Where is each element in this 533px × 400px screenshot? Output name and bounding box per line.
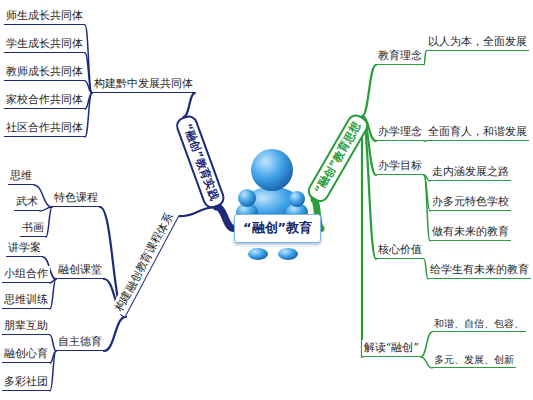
branch-subtopic: 特色课程 <box>52 190 100 207</box>
leaf-node: 师生成长共同体 <box>4 8 85 25</box>
leaf-node: 武术 <box>14 194 40 211</box>
figure-foot <box>278 248 298 260</box>
branch-topic: 解读“融创” <box>362 340 421 357</box>
node-text: 特色课程 <box>54 191 98 205</box>
node-text: 多元、发展、创新 <box>434 353 514 366</box>
node-text: 学生成长共同体 <box>6 37 83 51</box>
node-text: 小组合作 <box>4 267 48 281</box>
branch-line <box>85 53 92 93</box>
figure-head <box>251 149 293 191</box>
leaf-node: 思维 <box>8 168 34 185</box>
node-text: 武术 <box>16 195 38 209</box>
leaf-node: 融创心育 <box>2 346 50 363</box>
leaf-node: 讲学案 <box>6 240 43 257</box>
branch-subtopic: 自主德育 <box>56 334 104 351</box>
branch-line <box>424 51 426 65</box>
node-text: 给学生有未来的教育 <box>430 263 529 277</box>
branch-line <box>362 65 376 116</box>
node-text: 融创课堂 <box>58 263 102 277</box>
figure-head <box>289 191 305 207</box>
leaf-node: 家校合作共同体 <box>4 92 85 109</box>
node-text: 教育理念 <box>378 49 422 63</box>
node-text: 家校合作共同体 <box>6 93 83 107</box>
leaf-node: 小组合作 <box>2 266 50 283</box>
node-text: 书画 <box>22 221 44 235</box>
leaf-node: 多彩社团 <box>2 374 50 391</box>
branch-hand-label: “融创”教育思想 <box>304 111 372 206</box>
branch-topic: 办学理念 <box>376 124 424 141</box>
leaf-node: 以人为本，全面发展 <box>426 34 529 51</box>
node-text: “融创”教育 <box>243 220 312 237</box>
leaf-node: 多元、发展、创新 <box>432 352 516 368</box>
branch-hand-label: “融创”教育实践 <box>173 113 227 211</box>
branch-line <box>85 81 92 93</box>
node-text: 师生成长共同体 <box>6 9 83 23</box>
node-text: 办学理念 <box>378 125 422 139</box>
node-text: 思维 <box>10 169 32 183</box>
branch-subtopic: 融创课堂 <box>56 262 104 279</box>
node-text: “融创”教育思想 <box>312 120 365 197</box>
node-text: 讲学案 <box>8 241 41 255</box>
branch-topic: 构建黔中发展共同体 <box>92 76 195 93</box>
node-text: 自主德育 <box>58 335 102 349</box>
figure-head <box>238 189 256 207</box>
branch-line <box>50 351 56 391</box>
node-text: 全面育人，和谐发展 <box>428 125 527 139</box>
node-text: 多彩社团 <box>4 375 48 389</box>
leaf-node: 思维训练 <box>2 292 50 309</box>
node-text: 办多元特色学校 <box>432 195 509 209</box>
branch-topic: 教育理念 <box>376 48 424 65</box>
branch-line <box>421 332 432 357</box>
node-text: 构建融创教育课程体系 <box>112 210 176 314</box>
node-text: 构建黔中发展共同体 <box>94 77 193 91</box>
leaf-node: 和谐、自信、包容、 <box>432 316 526 332</box>
branch-line <box>361 116 363 357</box>
node-text: 解读“融创” <box>364 341 419 355</box>
center-sign: “融创”教育 <box>234 214 321 243</box>
branch-line <box>85 25 92 93</box>
leaf-node: 朋辈互助 <box>2 318 50 335</box>
node-text: 做有未来的教育 <box>432 225 509 239</box>
node-text: 走内涵发展之路 <box>432 165 509 179</box>
leaf-node: 书画 <box>20 220 46 237</box>
branch-topic: 办学目标 <box>376 158 424 175</box>
leaf-node: 学生成长共同体 <box>4 36 85 53</box>
leaf-node: 教师成长共同体 <box>4 64 85 81</box>
branch-line <box>216 207 234 228</box>
leaf-node: 走内涵发展之路 <box>430 164 511 181</box>
node-text: 社区合作共同体 <box>6 121 83 135</box>
node-text: 和谐、自信、包容、 <box>434 317 524 330</box>
figure-foot <box>248 248 268 260</box>
branch-line <box>46 207 52 237</box>
branch-line <box>50 279 56 309</box>
branch-line <box>85 93 92 137</box>
branch-line <box>421 357 432 368</box>
node-text: 核心价值 <box>378 243 422 257</box>
leaf-node: 社区合作共同体 <box>4 120 85 137</box>
node-text: 教师成长共同体 <box>6 65 83 79</box>
node-text: “融创”教育实践 <box>180 122 221 203</box>
node-text: 以人为本，全面发展 <box>428 35 527 49</box>
branch-line <box>104 317 126 351</box>
node-text: 融创心育 <box>4 347 48 361</box>
branch-line <box>184 93 195 117</box>
branch-line <box>362 116 376 259</box>
leaf-node: 给学生有未来的教育 <box>428 262 531 279</box>
leaf-node: 做有未来的教育 <box>430 224 511 241</box>
branch-topic: 核心价值 <box>376 242 424 259</box>
node-text: 朋辈互助 <box>4 319 48 333</box>
leaf-node: 全面育人，和谐发展 <box>426 124 529 141</box>
node-text: 思维训练 <box>4 293 48 307</box>
branch-topic: 构建融创教育课程体系 <box>111 208 180 317</box>
node-text: 办学目标 <box>378 159 422 173</box>
leaf-node: 办多元特色学校 <box>430 194 511 211</box>
